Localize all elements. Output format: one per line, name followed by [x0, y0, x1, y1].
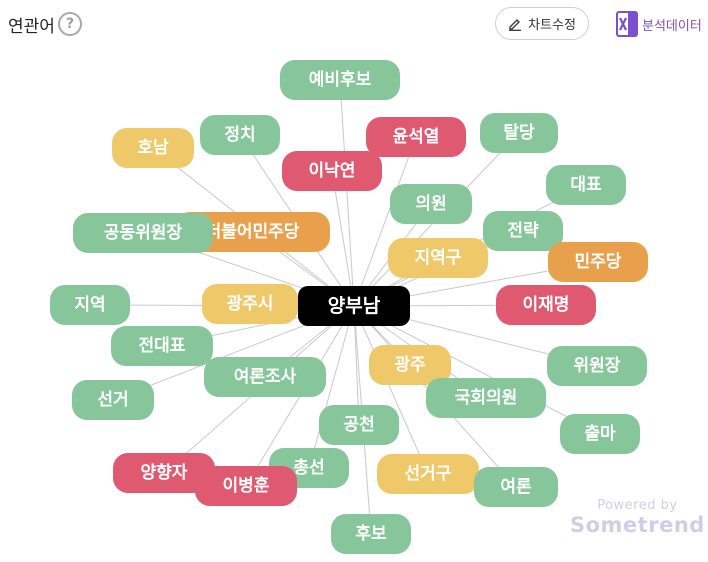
- keyword-node[interactable]: 광주시: [202, 284, 298, 324]
- graph-edge: [353, 136, 417, 307]
- keyword-node[interactable]: 탈당: [480, 113, 558, 153]
- keyword-node[interactable]: 지역구: [388, 238, 488, 278]
- keyword-node[interactable]: 국회의원: [426, 378, 546, 418]
- powered-by-text: Powered by: [597, 498, 678, 513]
- keyword-node[interactable]: 여론: [474, 467, 558, 507]
- keyword-node[interactable]: 선거: [72, 380, 154, 420]
- keyword-node[interactable]: 후보: [331, 514, 411, 554]
- edit-chart-button[interactable]: 차트수정: [495, 7, 589, 40]
- keyword-node[interactable]: 공천: [319, 405, 399, 445]
- keyword-node[interactable]: 전대표: [111, 326, 213, 366]
- analysis-data-button[interactable]: 분석데이터: [616, 10, 702, 38]
- graph-edge: [339, 79, 355, 307]
- keyword-node[interactable]: 공동위원장: [73, 213, 213, 253]
- graph-edge: [353, 305, 601, 435]
- keyword-node[interactable]: 선거구: [377, 454, 479, 494]
- analysis-data-label: 분석데이터: [642, 18, 702, 34]
- watermark: Powered by Sometrend: [570, 498, 705, 537]
- excel-icon: [616, 11, 638, 37]
- graph-edge: [353, 305, 429, 475]
- page-title: 연관어: [8, 17, 55, 37]
- center-keyword-node[interactable]: 양부남: [298, 286, 410, 326]
- keyword-node[interactable]: 대표: [546, 165, 626, 205]
- help-icon[interactable]: ?: [58, 12, 82, 36]
- keyword-node[interactable]: 전략: [483, 211, 563, 251]
- keyword-node[interactable]: 정치: [200, 115, 280, 155]
- graph-edge: [308, 305, 355, 469]
- keyword-node[interactable]: 이낙연: [282, 151, 382, 191]
- keyword-node[interactable]: 지역: [50, 285, 130, 325]
- pencil-icon: [509, 18, 522, 31]
- keyword-node[interactable]: 민주당: [548, 242, 648, 282]
- edit-chart-label: 차트수정: [528, 18, 576, 33]
- keyword-node[interactable]: 예비후보: [280, 60, 400, 100]
- graph-edge: [331, 170, 355, 307]
- keyword-node[interactable]: 이병훈: [195, 466, 297, 506]
- keyword-node[interactable]: 윤석열: [366, 117, 466, 157]
- keyword-node[interactable]: 호남: [112, 128, 194, 168]
- keyword-node[interactable]: 의원: [390, 184, 472, 224]
- keyword-node[interactable]: 이재명: [496, 285, 596, 325]
- sometrend-logo: Sometrend: [570, 513, 705, 537]
- keyword-node[interactable]: 출마: [560, 414, 640, 454]
- keyword-node[interactable]: 위원장: [547, 346, 647, 386]
- keyword-node[interactable]: 여론조사: [204, 357, 326, 397]
